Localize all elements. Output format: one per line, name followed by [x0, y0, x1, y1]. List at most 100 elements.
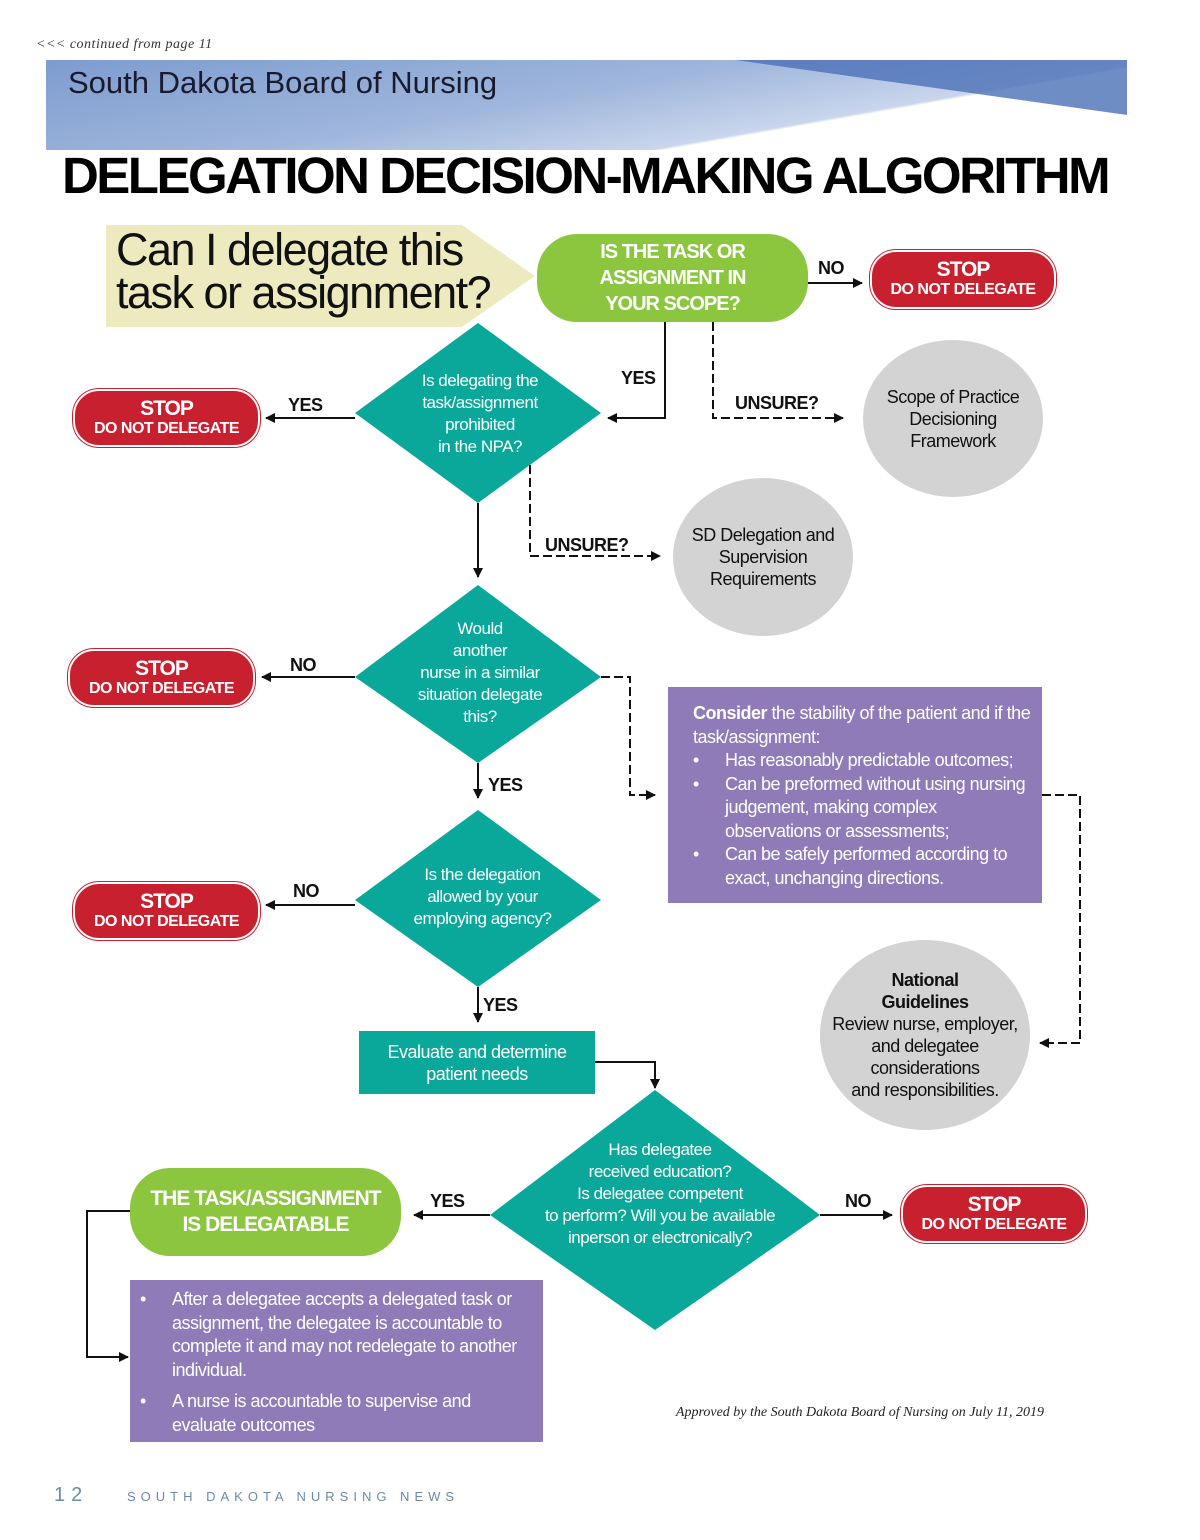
label-no: NO — [818, 258, 845, 278]
label-no: NO — [290, 655, 317, 675]
resource-line: Framework — [910, 430, 996, 451]
question-line: Would — [457, 618, 503, 638]
accountability-item: After a delegatee accepts a delegated ta… — [140, 1288, 533, 1382]
question-line: Is delegatee competent — [577, 1184, 743, 1203]
stop-subtitle: DO NOT DELEGATE — [93, 419, 240, 437]
arrow-consider-national — [1039, 794, 1081, 1048]
label-yes: YES — [483, 995, 518, 1015]
arrow-scope-unsure — [712, 322, 844, 423]
scope-question: IS THE TASK OR ASSIGNMENT IN YOUR SCOPE? — [537, 234, 808, 322]
start-line-2: task or assignment? — [116, 267, 492, 318]
diamond-similar — [355, 585, 601, 763]
national-guidelines: National Guidelines Review nurse, employ… — [820, 940, 1030, 1130]
accountability-item: A nurse is accountable to supervise and … — [140, 1390, 533, 1437]
label-yes: YES — [621, 368, 656, 388]
approval-note: Approved by the South Dakota Board of Nu… — [675, 1405, 1044, 1420]
diamond-delegatee — [490, 1090, 820, 1330]
label-unsure: UNSURE? — [735, 393, 819, 413]
stop-title: STOP — [140, 889, 194, 913]
national-title: National — [891, 970, 959, 990]
question-line: nurse in a similar — [420, 662, 540, 682]
publication-name: SOUTH DAKOTA NURSING NEWS — [127, 1489, 460, 1504]
question-line: Has delegatee — [608, 1140, 712, 1159]
resource-line: Requirements — [709, 569, 817, 589]
label-no: NO — [845, 1191, 872, 1211]
diamond-agency — [355, 810, 601, 987]
consider-bold: Consider — [693, 703, 768, 723]
banner-title: South Dakota Board of Nursing — [68, 65, 498, 100]
stop-subtitle: DO NOT DELEGATE — [890, 281, 1036, 298]
national-title: Guidelines — [881, 992, 969, 1012]
continued-note: <<< continued from page 11 — [36, 37, 213, 52]
consider-item: Can be preformed without using nursing j… — [693, 773, 1037, 844]
question-line: in the NPA? — [438, 437, 522, 456]
question-line: task/assignment — [422, 393, 538, 412]
evaluate-line: patient needs — [426, 1063, 528, 1084]
scope-line: YOUR SCOPE? — [605, 293, 741, 315]
resource-line: Supervision — [718, 547, 808, 567]
evaluate-line: Evaluate and determine — [387, 1041, 567, 1062]
start-line-1: Can I delegate this — [116, 224, 464, 275]
arrow-delegatable-accountability — [86, 1210, 130, 1362]
label-yes: YES — [430, 1191, 465, 1211]
label-yes: YES — [288, 395, 323, 415]
accountability-box: After a delegatee accepts a delegated ta… — [130, 1280, 543, 1442]
label-yes: YES — [488, 775, 523, 795]
scope-line: IS THE TASK OR — [600, 241, 746, 263]
arrow-prohibited-unsure — [529, 465, 661, 561]
national-line: and responsibilities. — [851, 1080, 999, 1100]
scope-line: ASSIGNMENT IN — [599, 267, 747, 289]
question-line: another — [452, 640, 508, 660]
consider-item: Has reasonably predictable outcomes; — [693, 749, 1037, 773]
label-unsure: UNSURE? — [545, 535, 629, 555]
resource-line: SD Delegation and — [691, 525, 835, 545]
stop-title: STOP — [967, 1192, 1022, 1216]
question-line: inperson or electronically? — [568, 1228, 753, 1247]
label-no: NO — [293, 881, 320, 901]
stop-subtitle: DO NOT DELEGATE — [921, 1215, 1067, 1233]
arrow-similar-consider — [601, 676, 656, 800]
question-line: situation delegate — [417, 684, 543, 704]
resource-line: Scope of Practice — [886, 386, 1020, 407]
question-line: Is delegating the — [421, 371, 539, 390]
stop-title: STOP — [140, 396, 194, 420]
page-title: DELEGATION DECISION-MAKING ALGORITHM — [61, 147, 1111, 204]
arrow-scope-yes — [607, 322, 666, 423]
diamond-prohibited — [355, 323, 601, 503]
national-line: Review nurse, employer, — [832, 1014, 1018, 1034]
banner: South Dakota Board of Nursing — [46, 60, 1127, 150]
stop-title: STOP — [135, 656, 189, 680]
question-line: allowed by your — [427, 887, 538, 906]
accountability-list: After a delegatee accepts a delegated ta… — [140, 1288, 533, 1437]
question-line: to perform? Will you be available — [544, 1206, 776, 1225]
start-question: Can I delegate this task or assignment? — [116, 224, 492, 318]
stop-subtitle: DO NOT DELEGATE — [93, 912, 240, 930]
consider-list: Has reasonably predictable outcomes; Can… — [693, 749, 1037, 890]
stop-title: STOP — [936, 258, 991, 281]
question-line: this? — [463, 706, 497, 726]
consider-intro: Consider the stability of the patient an… — [693, 702, 1037, 749]
consider-item: Can be safely performed according to exa… — [693, 843, 1037, 890]
delegatable-line: IS DELEGATABLE — [182, 1213, 349, 1236]
page-number: 12 — [54, 1484, 89, 1506]
question-line: Is the delegation — [424, 865, 541, 884]
start-callout-shape — [106, 225, 535, 327]
arrow-evaluate — [595, 1061, 660, 1089]
consider-intro-text: the stability of the patient and if the … — [693, 703, 1031, 747]
national-line: considerations — [870, 1058, 980, 1078]
